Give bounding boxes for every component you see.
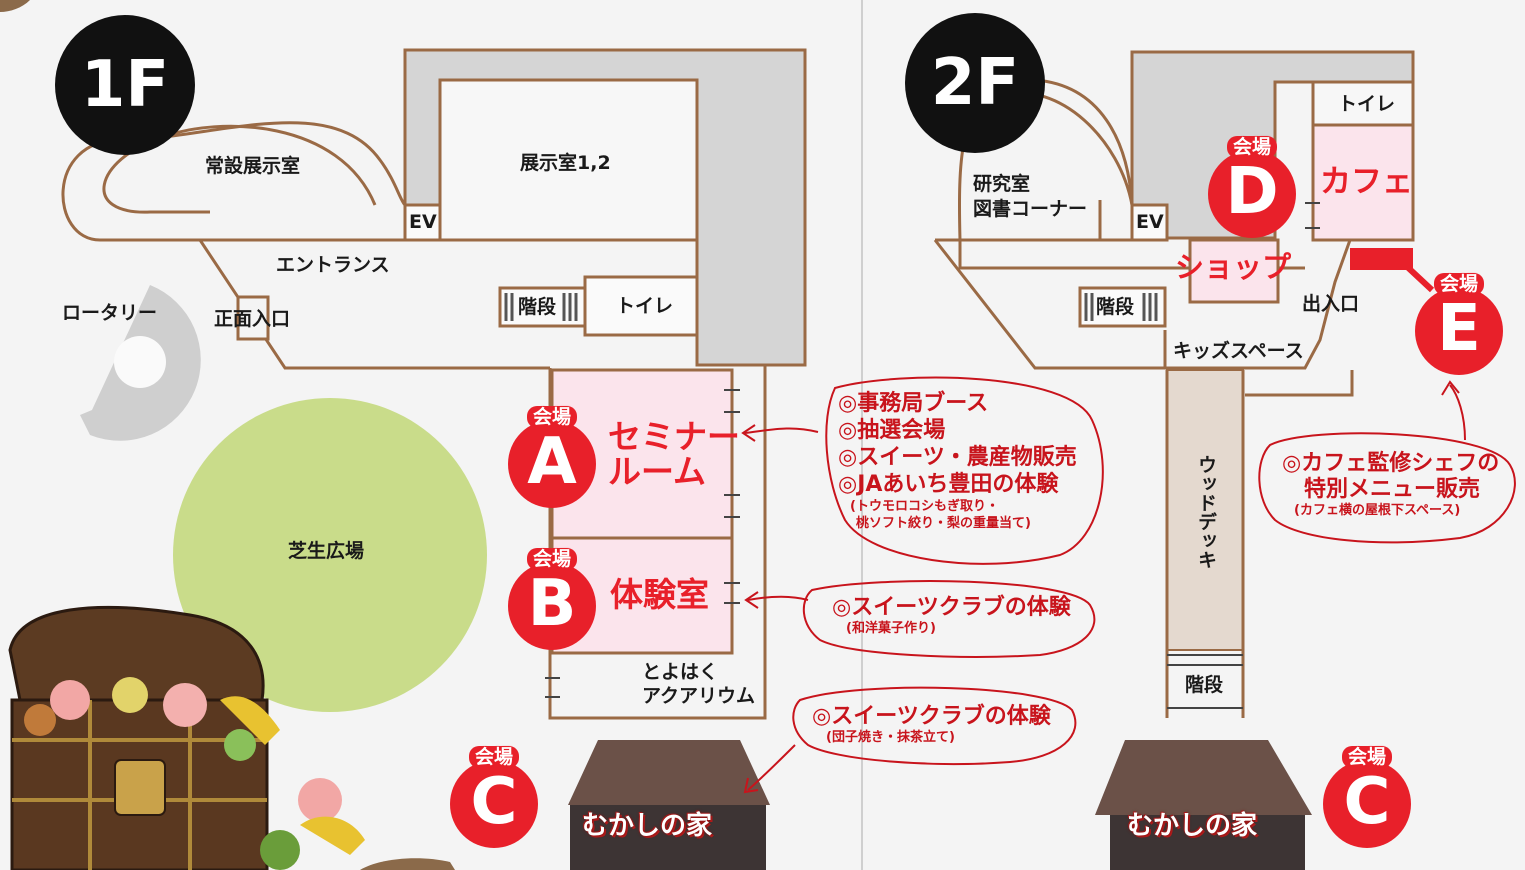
f2-exit-marker	[1350, 248, 1413, 270]
f2-ev-label: EV	[1136, 211, 1164, 233]
f1-ev-label: EV	[409, 211, 437, 233]
f2-research-label: 研究室 図書コーナー	[973, 173, 1088, 220]
venue-c-word-1f: 会場	[468, 746, 519, 768]
bubble-b	[802, 580, 1096, 658]
f1-toilet-label: トイレ	[616, 295, 674, 317]
f2-ev-box	[1130, 203, 1169, 242]
f2-stairs-label: 階段	[1096, 296, 1135, 318]
venue-e-letter: E	[1437, 292, 1481, 366]
venue-b-letter: B	[527, 567, 577, 641]
f1-aquarium-label: とよはく アクアリウム	[642, 661, 756, 707]
annotation-a-line4: ◎JAあいち豊田の体験	[838, 472, 1059, 498]
f2-toilet-label: トイレ	[1338, 93, 1396, 115]
annotation-a-line3: ◎スイーツ・農産物販売	[838, 445, 1077, 471]
f2-research-line1: 研究室	[973, 173, 1031, 195]
annotation-a-line1: ◎事務局ブース	[838, 391, 989, 416]
floor-2f-badge: 2F	[905, 13, 1045, 153]
venue-e-badge: 会場 E	[1415, 273, 1503, 375]
f2-research-line2: 図書コーナー	[973, 197, 1088, 220]
f2-kids-space-label: キッズスペース	[1173, 340, 1304, 362]
f1-house-roof	[568, 740, 770, 805]
f1-lawn-label: 芝生広場	[288, 540, 365, 562]
f2-house-roof	[1095, 740, 1312, 815]
f1-house-body	[570, 805, 766, 870]
venue-c-letter-1f: C	[470, 765, 518, 839]
f1-exhibit-rooms-label: 展示室1,2	[520, 152, 611, 174]
floor-1f-label: 1F	[80, 48, 170, 122]
f2-exit-label: 出入口	[1302, 293, 1360, 315]
annotation-c-line1: ◎スイーツクラブの体験	[812, 704, 1051, 729]
f1-permanent-exhibit-label: 常設展示室	[205, 155, 301, 177]
annotation-e: ◎カフェ監修シェフの 特別メニュー販売 (カフェ横の屋根下スペース)	[1282, 452, 1499, 518]
f1-stairs-label: 階段	[518, 296, 557, 318]
bubble-e	[1258, 432, 1516, 544]
f2-house-body	[1110, 815, 1305, 870]
f2-cafe-label: カフェ	[1320, 164, 1413, 200]
annotation-e-sub1: (カフェ横の屋根下スペース)	[1294, 503, 1461, 519]
annotation-c: ◎スイーツクラブの体験 (団子焼き・抹茶立て)	[812, 705, 1051, 745]
bubble-c	[792, 686, 1077, 765]
f1-main-entrance-label: 正面入口	[214, 308, 291, 330]
f2-wood-deck	[1166, 369, 1244, 651]
annotation-a-sub2: 桃ソフト絞り・梨の重量当て)	[856, 516, 1031, 532]
f2-stairs-bottom-label: 階段	[1185, 674, 1224, 696]
f1-rotary-label: ロータリー	[62, 302, 158, 324]
f2-shop-room	[1188, 238, 1280, 304]
f1-toilet-box	[583, 275, 699, 337]
f1-entrance-label: エントランス	[276, 254, 390, 276]
f1-seminar-line2: ルーム	[608, 451, 707, 491]
annotation-b-line1: ◎スイーツクラブの体験	[832, 595, 1071, 620]
venue-e-word: 会場	[1433, 273, 1484, 295]
f1-ev-box	[403, 203, 442, 242]
venue-a-letter: A	[527, 425, 577, 499]
treasure-chest-illustration	[8, 605, 365, 870]
venue-d-word: 会場	[1226, 136, 1277, 158]
f1-main-entrance-door	[236, 295, 270, 341]
annotation-e-line1: ◎カフェ監修シェフの	[1282, 451, 1500, 476]
f1-swirl-outer	[61, 121, 407, 242]
venue-c-letter-2f: C	[1343, 765, 1391, 839]
annotation-b-sub1: (和洋菓子作り)	[846, 621, 936, 637]
annotation-e-line2: 特別メニュー販売	[1304, 477, 1481, 503]
venue-c-badge-1f: 会場 C	[450, 746, 538, 848]
venue-d-letter: D	[1225, 155, 1279, 229]
f1-aquarium-line2: アクアリウム	[642, 684, 756, 707]
f1-experience-room-label: 体験室	[610, 575, 709, 614]
f2-wood-deck-label: ウッドデッキ	[1195, 455, 1217, 569]
f2-old-house-label: むかしの家	[1127, 811, 1258, 841]
floor-2f-label: 2F	[930, 46, 1020, 120]
f1-old-house-label: むかしの家	[582, 811, 713, 841]
annotation-a: ◎事務局ブース ◎抽選会場 ◎スイーツ・農産物販売 ◎JAあいち豊田の体験 (ト…	[838, 392, 1077, 531]
venue-c-badge-2f: 会場 C	[1323, 746, 1411, 848]
f2-shop-label: ショップ	[1175, 250, 1292, 284]
floor-1f-badge: 1F	[55, 15, 195, 155]
bubble-a	[825, 376, 1104, 565]
annotation-a-sub1: (トウモロコシもぎ取り・	[850, 499, 999, 515]
venue-b-badge: 会場 B	[508, 548, 596, 650]
lawn-circle	[173, 398, 487, 712]
rotary-hole	[114, 336, 166, 388]
f1-exhibit-room	[438, 78, 699, 242]
annotation-b: ◎スイーツクラブの体験 (和洋菓子作り)	[832, 596, 1071, 636]
f2-kids-space	[1163, 330, 1305, 370]
venue-b-word: 会場	[526, 548, 577, 570]
venue-c-word-2f: 会場	[1341, 746, 1392, 768]
f1-seminar-room-label: セミナー ルーム	[608, 417, 740, 491]
f1-seminar-line1: セミナー	[608, 417, 740, 456]
annotation-c-sub1: (団子焼き・抹茶立て)	[826, 730, 955, 746]
annotation-a-line2: ◎抽選会場	[838, 418, 946, 444]
f1-wing-outline	[548, 365, 767, 720]
f1-hall-lower	[198, 239, 550, 370]
venue-a-badge: 会場 A	[508, 406, 596, 508]
f1-aquarium-line1: とよはく	[642, 661, 719, 683]
venue-a-word: 会場	[526, 406, 577, 428]
venue-d-badge: 会場 D	[1208, 136, 1296, 238]
